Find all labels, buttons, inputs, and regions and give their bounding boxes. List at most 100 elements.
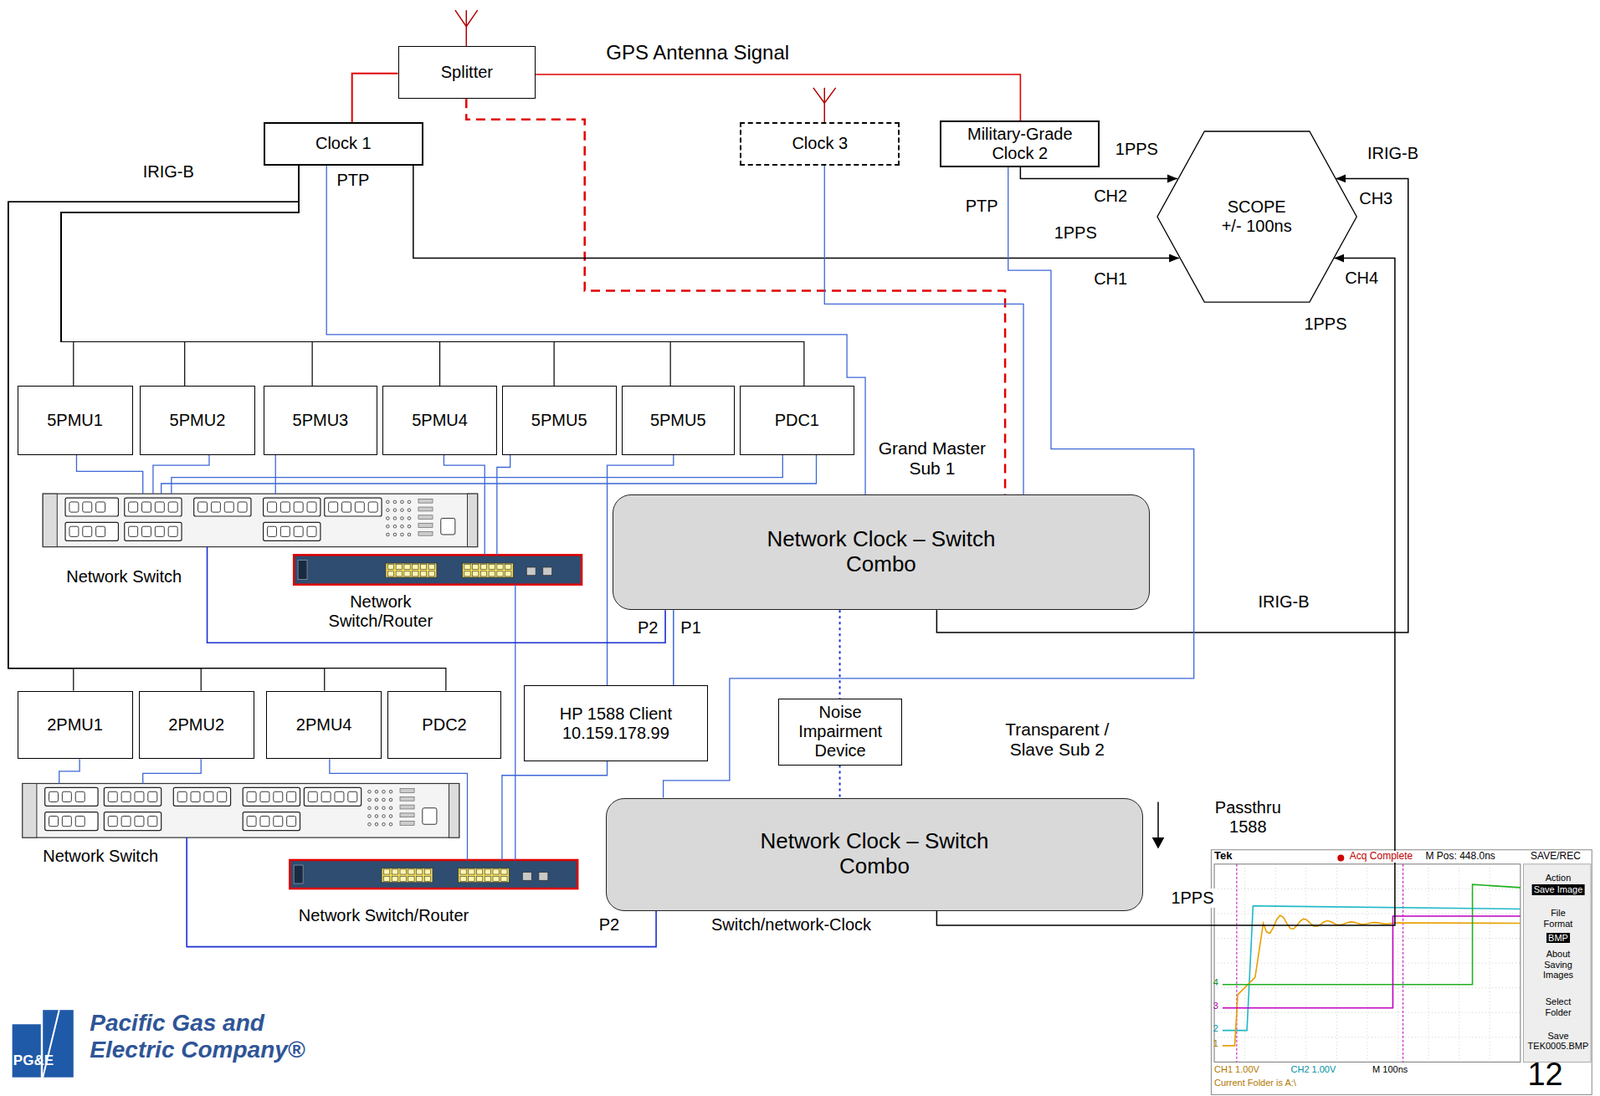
port xyxy=(334,791,344,802)
status-bar xyxy=(418,507,433,512)
device-box: 5PMU1 xyxy=(17,385,134,456)
device-box: PDC1 xyxy=(739,385,855,456)
status-bar xyxy=(400,813,415,818)
port xyxy=(416,869,423,875)
grid-line xyxy=(1214,987,1521,989)
connector xyxy=(839,610,842,699)
status-led xyxy=(400,517,405,521)
connector xyxy=(61,165,554,386)
status-led xyxy=(389,806,393,811)
connector xyxy=(466,98,1006,495)
scope-graticule xyxy=(1214,864,1521,1063)
port xyxy=(141,526,151,537)
status-led xyxy=(368,822,372,826)
status-led xyxy=(407,524,411,529)
port xyxy=(148,816,158,827)
port xyxy=(488,571,495,577)
port xyxy=(204,791,214,802)
diagram-label: Grand Master Sub 1 xyxy=(869,438,995,479)
device-box: Splitter xyxy=(398,46,537,99)
connector xyxy=(839,765,842,799)
port xyxy=(480,564,487,570)
port-group xyxy=(173,787,231,806)
port xyxy=(273,791,283,802)
diagram-label: Switch/network-Clock xyxy=(711,915,872,935)
port-group xyxy=(461,563,513,578)
node-text: PDC1 xyxy=(774,410,820,431)
diagram-label: SAVE/REC xyxy=(1530,851,1581,863)
status-led xyxy=(386,500,390,504)
scope-menu xyxy=(1523,864,1591,1063)
diagram-label: 1PPS xyxy=(1115,139,1159,159)
port xyxy=(501,869,508,875)
port xyxy=(121,816,131,827)
port xyxy=(408,869,415,875)
rack-ear xyxy=(449,783,460,838)
diagram-label: M Pos: 448.0ns xyxy=(1425,851,1495,863)
port xyxy=(424,869,431,875)
diagram-label: Current Folder is A:\ xyxy=(1214,1077,1297,1089)
diagram-label: P2 xyxy=(599,915,620,935)
connector xyxy=(61,165,805,386)
status-led xyxy=(407,500,411,504)
port xyxy=(266,526,277,537)
node-text: PDC2 xyxy=(421,715,467,735)
port xyxy=(246,816,257,827)
port-group xyxy=(303,787,361,806)
port-group xyxy=(103,787,161,806)
status-led xyxy=(400,500,405,504)
status-bar xyxy=(400,821,415,826)
status-bar xyxy=(418,498,433,503)
port xyxy=(488,564,495,570)
port xyxy=(328,502,339,513)
port xyxy=(134,791,144,802)
diagram-label: GPS Antenna Signal xyxy=(605,41,790,65)
status-bar xyxy=(400,796,415,801)
status-led xyxy=(386,533,390,537)
port xyxy=(400,869,406,875)
port-group xyxy=(45,787,98,806)
status-led xyxy=(368,789,372,794)
diagram-label: Tek xyxy=(1214,850,1232,863)
node-text: Splitter xyxy=(441,62,493,83)
rack-ear xyxy=(466,493,477,547)
diagram-label: Action xyxy=(1545,872,1572,884)
port xyxy=(354,502,365,513)
diagram-label: CH2 1.00V xyxy=(1291,1064,1337,1076)
status-led xyxy=(382,789,386,794)
connector xyxy=(61,165,671,386)
connector xyxy=(352,73,399,124)
network-cable xyxy=(443,455,485,556)
grid-line xyxy=(1214,963,1521,965)
status-led xyxy=(374,806,379,811)
status-bar xyxy=(418,523,433,529)
diagram-label: Save Image xyxy=(1532,884,1585,896)
node-text: SCOPE xyxy=(1227,197,1287,217)
grid-line xyxy=(1214,1036,1521,1038)
network-cable xyxy=(186,837,657,947)
device-box: Military-Grade Clock 2 xyxy=(939,120,1100,168)
port xyxy=(428,564,435,570)
network-cable xyxy=(207,547,667,644)
diagram-label: CH2 xyxy=(1093,186,1128,206)
diagram-label: Network Switch/Router xyxy=(298,906,469,926)
diagram-label: Acq Complete xyxy=(1348,851,1415,863)
node-text: 2PMU1 xyxy=(46,715,103,735)
port xyxy=(128,526,139,537)
diagram-label: Save TEK0005.BMP xyxy=(1525,1030,1591,1052)
cursor-line xyxy=(1235,864,1237,1063)
device-box: Clock 1 xyxy=(263,122,424,165)
diagram-label: PTP xyxy=(336,170,370,190)
router-body xyxy=(293,554,582,585)
device-box: HP 1588 Client10.159.178.99 xyxy=(523,685,709,761)
port-group xyxy=(45,812,98,831)
network-cable xyxy=(497,455,511,556)
port xyxy=(190,791,200,802)
port xyxy=(49,791,59,802)
port xyxy=(148,791,158,802)
node-text: Network Clock – Switch Combo xyxy=(740,829,1009,880)
port-group xyxy=(324,497,382,517)
connector xyxy=(663,167,1195,799)
status-led xyxy=(407,533,411,537)
port xyxy=(497,564,503,570)
